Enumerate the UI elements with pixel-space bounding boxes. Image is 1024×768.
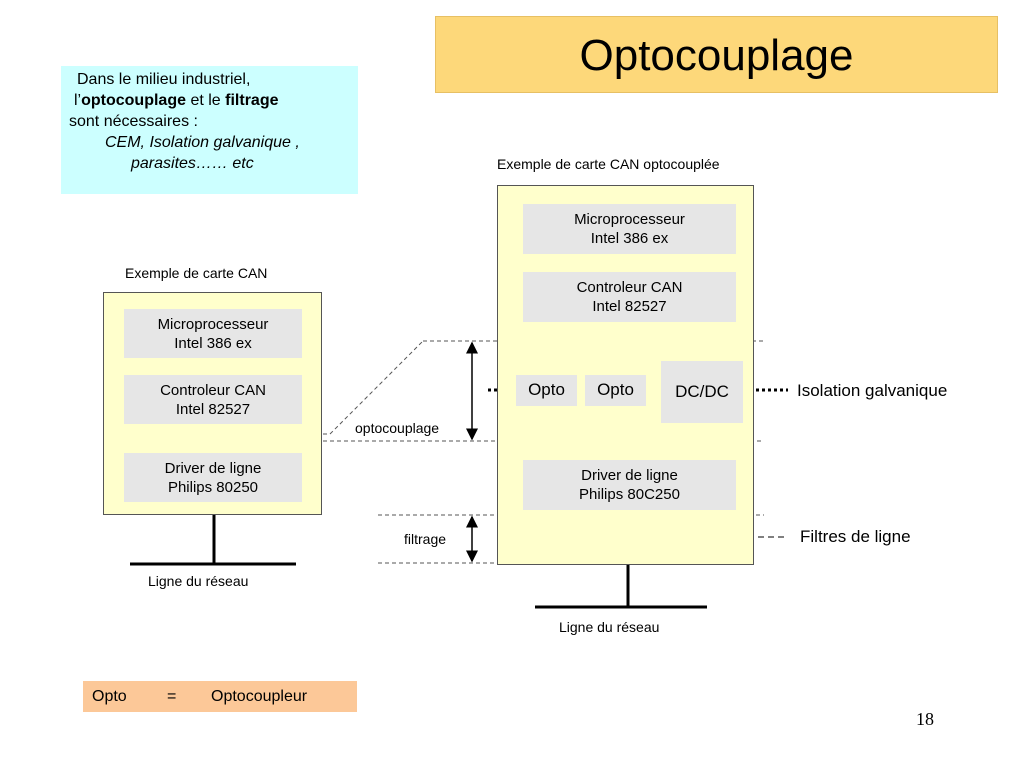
chip-line: Intel 82527 (175, 400, 251, 418)
opto-2-box: Opto (585, 375, 646, 406)
filtrage-label: filtrage (404, 531, 447, 547)
chip-line: Microprocesseur (574, 211, 685, 228)
legend-meaning: Optocoupleur (211, 688, 308, 705)
right-network-label: Ligne du réseau (559, 619, 660, 635)
right-line-driver-chip: Driver de ligne Philips 80C250 (523, 460, 736, 510)
title-box: Optocouplage (435, 16, 998, 93)
chip-line: Driver de ligne (164, 459, 262, 477)
left-network-label: Ligne du réseau (148, 573, 249, 589)
slide-title: Optocouplage (579, 31, 854, 80)
optocouplage-label: optocouplage (355, 420, 440, 436)
chip-line: Controleur CAN (576, 279, 683, 296)
intro-box: Dans le milieu industriel, l’optocouplag… (61, 66, 358, 194)
left-microprocessor-chip: Microprocesseur Intel 386 ex (124, 309, 302, 358)
right-board-caption: Exemple de carte CAN optocouplée (497, 156, 720, 172)
intro-line-5: parasites…… etc (131, 155, 254, 172)
dash-diagonal (329, 340, 424, 435)
dcdc-box: DC/DC (661, 361, 743, 423)
intro-bold-filtrage: filtrage (225, 92, 279, 109)
chip-line: Philips 80250 (167, 478, 259, 496)
chip-line: Intel 386 ex (590, 230, 669, 247)
chip-line: Philips 80C250 (579, 486, 680, 503)
left-can-controller-chip: Controleur CAN Intel 82527 (124, 375, 302, 424)
page-number: 18 (916, 709, 934, 729)
legend-box: Opto = Optocoupleur (83, 681, 357, 712)
left-board-caption: Exemple de carte CAN (125, 265, 268, 281)
chip-line: Intel 82527 (592, 298, 667, 315)
intro-line-2: l’optocouplage et le filtrage (74, 90, 358, 111)
opto-1-box: Opto (516, 375, 577, 406)
intro-mid: et le (186, 92, 226, 109)
chip-line: Controleur CAN (160, 381, 266, 399)
intro-bold-optocouplage: optocouplage (81, 92, 186, 109)
right-microprocessor-chip: Microprocesseur Intel 386 ex (523, 204, 736, 254)
chip-line: Driver de ligne (581, 467, 678, 484)
legend-term: Opto (92, 688, 127, 705)
filtres-label: Filtres de ligne (800, 527, 911, 546)
chip-line: Intel 386 ex (174, 334, 252, 352)
intro-prefix: l’ (74, 92, 82, 109)
intro-line-1: Dans le milieu industriel, (77, 71, 251, 88)
right-can-controller-chip: Controleur CAN Intel 82527 (523, 272, 736, 322)
intro-line-3: sont nécessaires : (69, 113, 198, 130)
chip-line: Microprocesseur (157, 315, 269, 333)
intro-line-4: CEM, Isolation galvanique , (105, 134, 300, 151)
legend-equals: = (167, 688, 177, 705)
left-line-driver-chip: Driver de ligne Philips 80250 (124, 453, 302, 502)
isolation-label: Isolation galvanique (797, 381, 948, 400)
